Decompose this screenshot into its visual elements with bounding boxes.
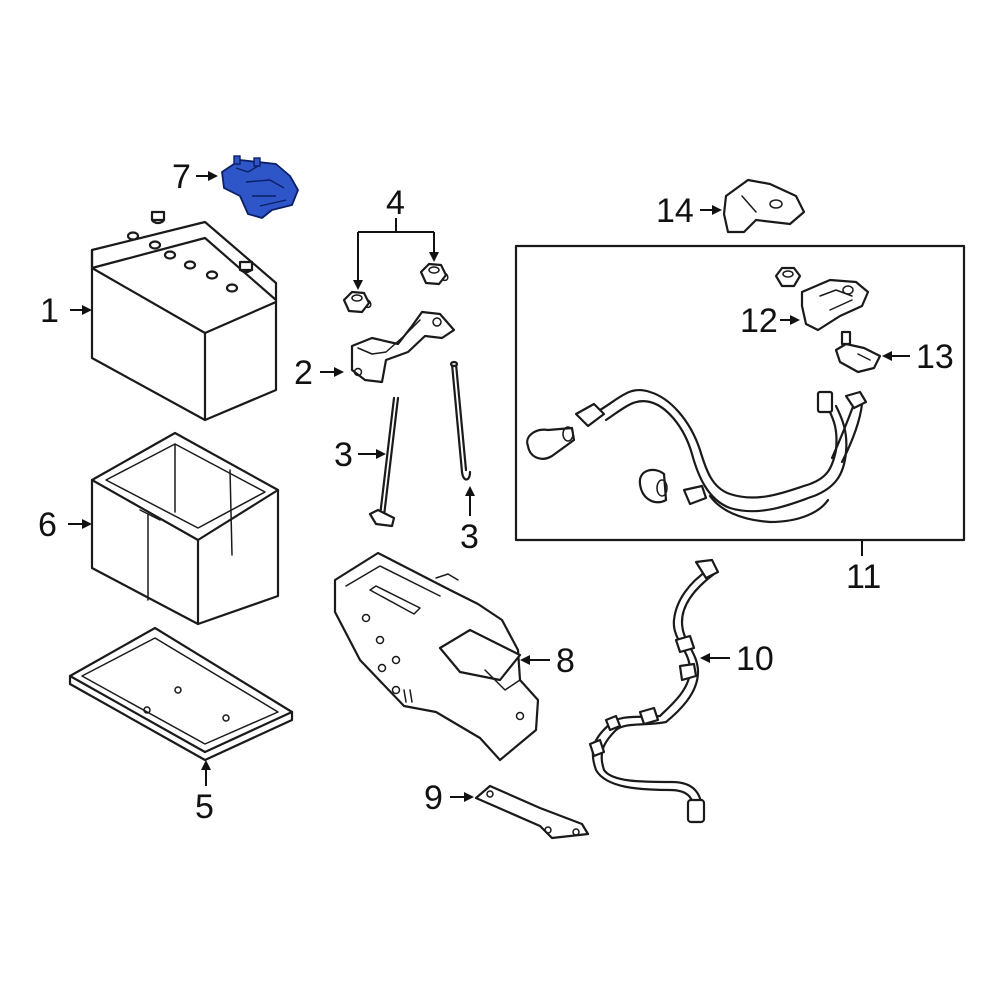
- support-plate[interactable]: [474, 784, 590, 840]
- battery[interactable]: [90, 210, 278, 422]
- callout-14: 14: [656, 192, 694, 230]
- nut-right[interactable]: [419, 262, 449, 286]
- callout-12: 12: [740, 302, 778, 340]
- callout-11: 11: [846, 558, 881, 596]
- callout-9: 9: [424, 779, 443, 817]
- hold-down-bracket[interactable]: [350, 310, 456, 384]
- callout-2: 2: [294, 354, 313, 392]
- hold-down-rod-left[interactable]: [368, 396, 400, 528]
- battery-insulator[interactable]: [90, 431, 280, 626]
- callout-5: 5: [195, 788, 214, 826]
- battery-mount-bracket[interactable]: [333, 551, 540, 762]
- negative-cable[interactable]: [588, 558, 720, 824]
- nut-left[interactable]: [342, 290, 372, 314]
- callout-13: 13: [916, 338, 954, 376]
- terminal-cap[interactable]: [722, 178, 806, 234]
- callout-3-left: 3: [334, 436, 353, 474]
- callout-7: 7: [172, 158, 191, 196]
- hold-down-rod-right[interactable]: [449, 360, 472, 481]
- callout-8: 8: [556, 642, 575, 680]
- callout-3-right: 3: [460, 518, 479, 556]
- positive-cable-assembly-box[interactable]: [514, 244, 966, 556]
- callout-4: 4: [386, 184, 405, 222]
- callout-10: 10: [736, 640, 774, 678]
- positive-cable-harness: [526, 389, 868, 524]
- battery-terminal-posts: [126, 210, 254, 293]
- terminal-clamp[interactable]: [834, 330, 882, 374]
- battery-tray[interactable]: [68, 626, 294, 762]
- battery-sensor-highlighted[interactable]: [221, 155, 299, 219]
- terminal-cover[interactable]: [774, 266, 870, 332]
- callout-6: 6: [38, 506, 57, 544]
- callout-1: 1: [40, 292, 59, 330]
